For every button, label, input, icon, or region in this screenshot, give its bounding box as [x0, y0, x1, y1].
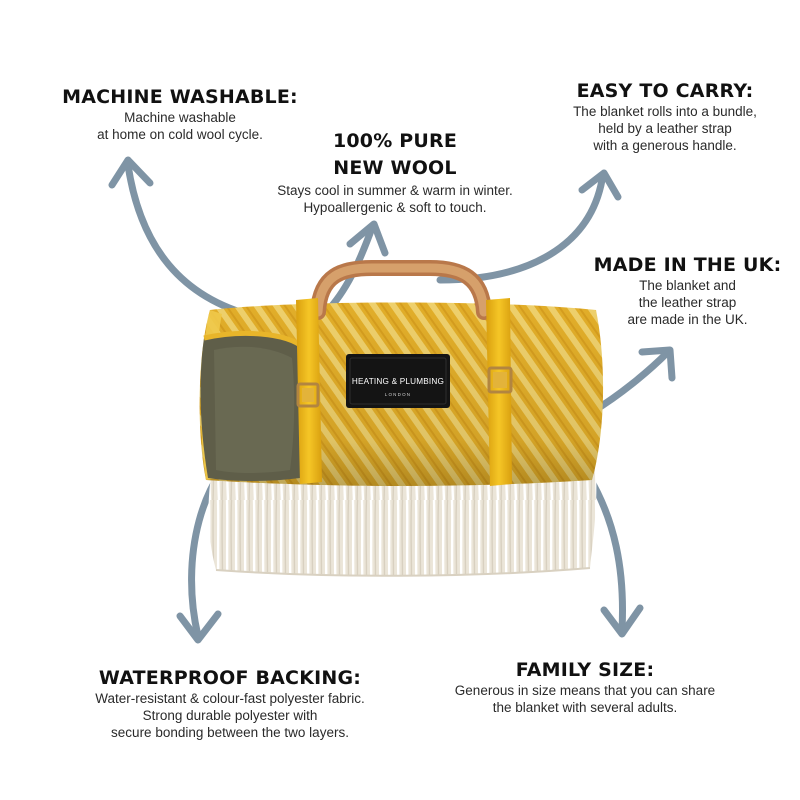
feature-waterproof-backing: WATERPROOF BACKING: Water-resistant & co…	[50, 667, 410, 741]
feature-pure-new-wool: 100% PURE NEW WOOL Stays cool in summer …	[230, 128, 560, 216]
feature-text: Machine washable	[124, 109, 236, 125]
feature-text: the blanket with several adults.	[492, 699, 678, 715]
waterproof-backing	[200, 330, 307, 481]
feature-family-size: FAMILY SIZE: Generous in size means that…	[410, 659, 760, 716]
leather-handle	[310, 260, 492, 320]
feature-easy-to-carry: EASY TO CARRY: The blanket rolls into a …	[540, 80, 790, 154]
brand-label: HEATING & PLUMBING LONDON	[346, 354, 450, 408]
label-brand-text: HEATING & PLUMBING	[352, 377, 444, 386]
feature-text: the leather strap	[638, 294, 737, 310]
feature-text: at home on cold wool cycle.	[97, 126, 263, 142]
feature-text: Generous in size means that you can shar…	[454, 682, 716, 698]
arrow-family-icon	[584, 471, 644, 638]
feature-machine-washable: MACHINE WASHABLE: Machine washable at ho…	[40, 86, 320, 143]
feature-title: NEW WOOL	[333, 157, 457, 179]
feature-text: The blanket rolls into a bundle,	[573, 103, 757, 119]
feature-made-in-uk: MADE IN THE UK: The blanket and the leat…	[575, 254, 800, 328]
feature-title: FAMILY SIZE:	[515, 659, 655, 681]
feature-text: Strong durable polyester with	[142, 707, 318, 723]
feature-title: MACHINE WASHABLE:	[62, 86, 298, 108]
label-city-text: LONDON	[385, 392, 411, 397]
blanket-fringe	[208, 470, 597, 577]
feature-title: WATERPROOF BACKING:	[98, 667, 362, 689]
feature-text: are made in the UK.	[627, 311, 748, 327]
feature-title: 100% PURE	[332, 130, 458, 152]
feature-title: MADE IN THE UK:	[593, 254, 782, 276]
feature-text: secure bonding between the two layers.	[111, 724, 349, 740]
leather-strap-left	[296, 298, 322, 484]
feature-text: held by a leather strap	[598, 120, 732, 136]
feature-text: Water-resistant & colour-fast polyester …	[95, 690, 365, 706]
feature-text: with a generous handle.	[593, 137, 737, 153]
arrow-uk-icon	[588, 346, 676, 416]
feature-title: EASY TO CARRY:	[576, 80, 754, 102]
feature-text: Hypoallergenic & soft to touch.	[303, 200, 487, 215]
leather-strap-right	[486, 298, 513, 486]
feature-text: Stays cool in summer & warm in winter.	[277, 183, 513, 198]
feature-text: The blanket and	[639, 277, 736, 293]
